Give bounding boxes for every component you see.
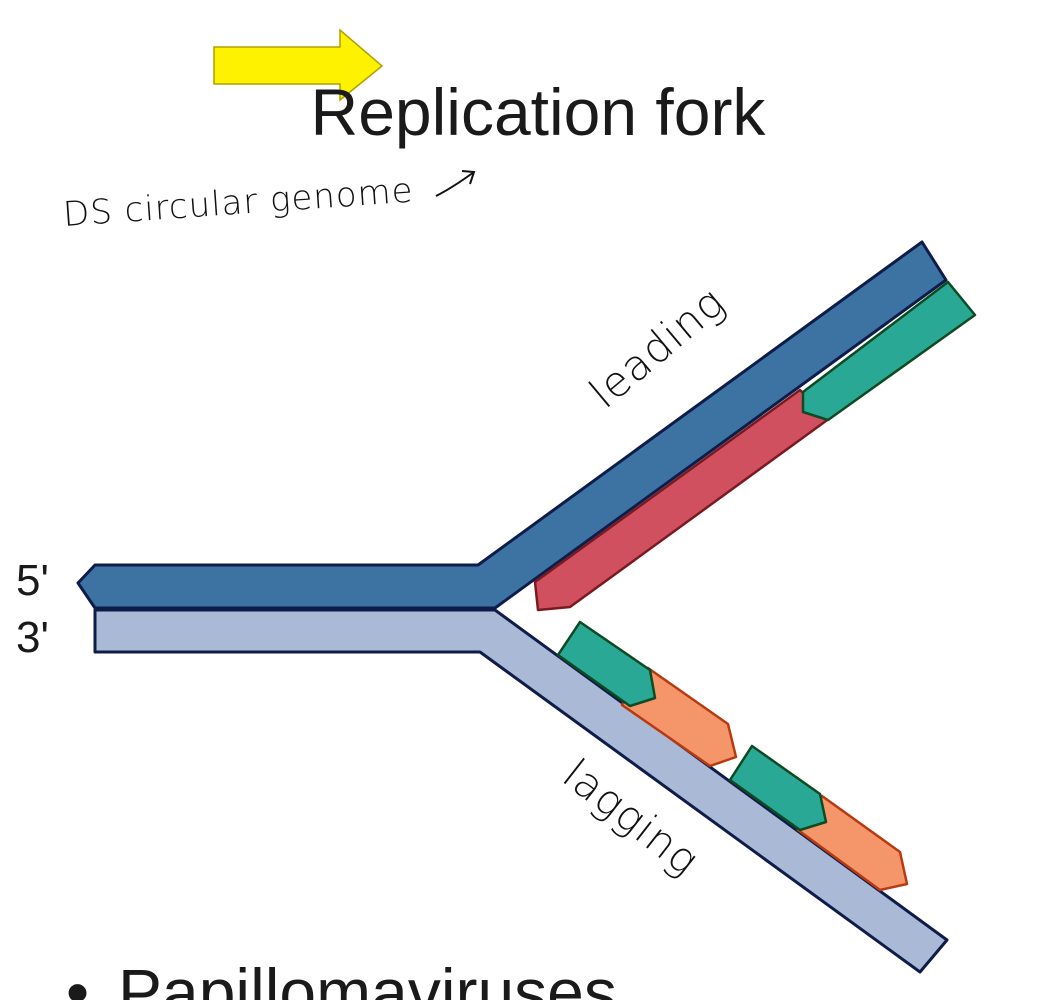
bullet-text: Papillomaviruses [118,955,617,1000]
template-strand-bottom [93,608,949,974]
highlight-arrow [213,28,384,102]
leading-new-strand [533,388,832,612]
diagram-title: Replication fork [311,75,767,149]
five-prime-label: 5' [16,556,49,605]
template-strand-top [76,240,948,610]
genome-note: DS circular genome [62,171,415,235]
leading-primer [801,280,977,422]
lagging-primer-1 [556,620,657,708]
genome-note-arrow [435,170,476,197]
bullet-marker: • [66,955,89,1000]
lagging-primer-2 [728,744,828,832]
three-prime-label: 3' [16,613,49,662]
